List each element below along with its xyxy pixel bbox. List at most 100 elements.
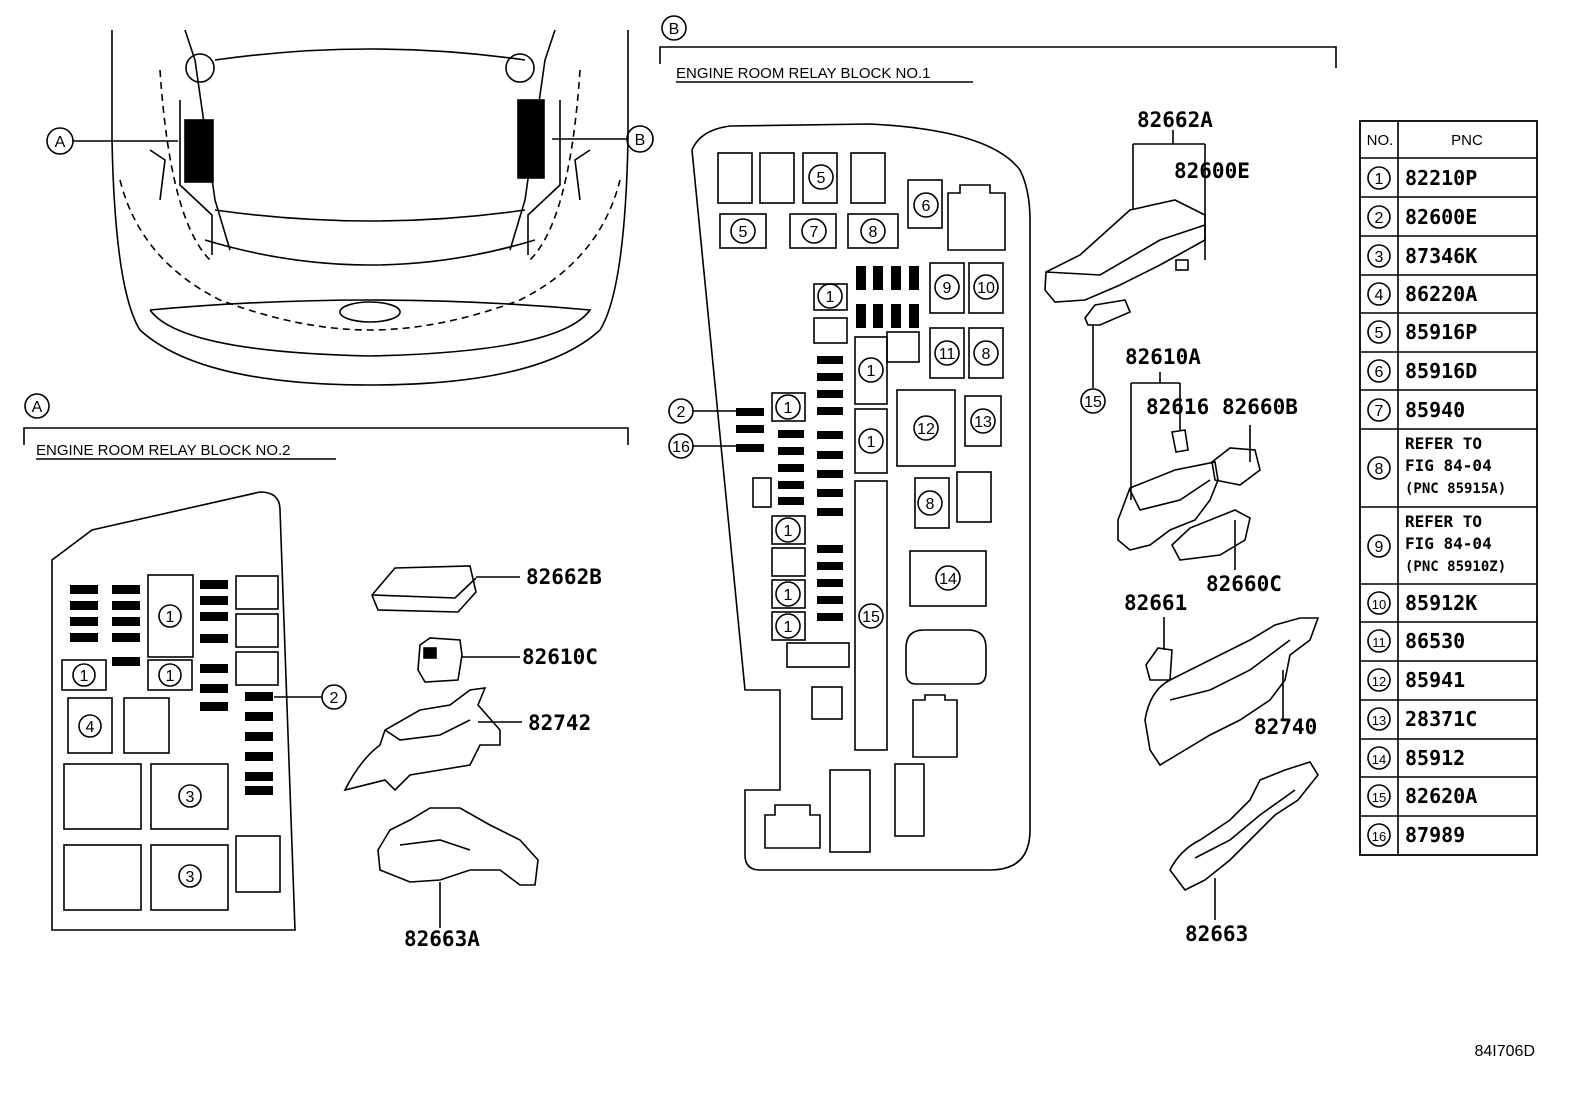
svg-text:2: 2 [677,404,686,421]
view-a-title: ENGINE ROOM RELAY BLOCK NO.2 [36,442,291,459]
table-row: 1 82210P [1367,166,1477,190]
svg-text:9: 9 [1375,539,1384,556]
svg-text:13: 13 [974,414,992,431]
part-label-82662a: 82662A [1137,108,1213,132]
svg-text:10: 10 [977,280,995,297]
part-label-82662b: 82662B [526,565,602,589]
svg-text:8: 8 [982,346,991,363]
svg-text:14: 14 [1372,752,1386,767]
svg-text:16: 16 [672,439,690,456]
view-a-header: A ENGINE ROOM RELAY BLOCK NO.2 [23,393,629,460]
svg-text:8: 8 [1375,461,1384,478]
svg-text:9: 9 [943,280,952,297]
table-row: 10 85912K [1367,591,1477,615]
table-header-pnc: PNC [1451,132,1483,149]
part-label-82740: 82740 [1254,715,1317,739]
svg-text:5: 5 [739,224,748,241]
table-row: 12 85941 [1367,668,1465,692]
svg-text:12: 12 [1372,674,1386,689]
svg-text:3: 3 [1375,249,1384,266]
block1-part-labels: 82662A 82600E 82610A 82616 82660B 82660C… [1124,108,1317,946]
svg-text:1: 1 [867,434,876,451]
svg-text:85912K: 85912K [1405,591,1477,615]
part-label-82663a: 82663A [404,927,480,951]
part-label-82610c: 82610C [522,645,598,669]
svg-text:1: 1 [166,609,175,626]
part-label-82600e: 82600E [1174,159,1250,183]
svg-text:FIG 84-04: FIG 84-04 [1405,456,1492,475]
svg-text:3: 3 [186,789,195,806]
svg-text:86530: 86530 [1405,629,1465,653]
svg-text:1: 1 [80,668,89,685]
relay-block-no1 [691,123,1031,871]
table-row: 4 86220A [1367,282,1477,306]
svg-text:28371C: 28371C [1405,707,1477,731]
pnc-table: NO. PNC 1 82210P 2 82600E 3 87346K 4 862… [1359,120,1538,856]
svg-text:FIG 84-04: FIG 84-04 [1405,534,1492,553]
svg-text:85916D: 85916D [1405,359,1477,383]
table-row: 6 85916D [1367,359,1477,383]
svg-text:82210P: 82210P [1405,166,1477,190]
callout-a-marker: A [46,127,178,155]
svg-text:10: 10 [1372,597,1386,612]
svg-text:1: 1 [826,289,835,306]
svg-text:87989: 87989 [1405,823,1465,847]
svg-text:13: 13 [1372,713,1386,728]
svg-text:85941: 85941 [1405,668,1465,692]
view-b-header: B ENGINE ROOM RELAY BLOCK NO.1 [659,15,1337,83]
svg-text:15: 15 [1084,394,1102,411]
svg-text:3: 3 [186,869,195,886]
svg-text:11: 11 [1372,635,1386,650]
part-label-82661: 82661 [1124,591,1187,615]
car-overview-drawing [111,29,629,386]
table-row: 13 28371C [1367,707,1477,731]
block1-callouts: 5 6 5 7 8 9 10 1 11 8 1 1 12 13 1 8 1 14… [668,164,999,639]
svg-text:2: 2 [330,690,339,707]
part-label-82660c: 82660C [1206,572,1282,596]
svg-text:82600E: 82600E [1405,205,1477,229]
block2-exploded-parts [343,565,539,928]
table-row: 15 82620A [1367,784,1477,808]
svg-text:8: 8 [926,496,935,513]
table-row: 2 82600E [1367,205,1477,229]
table-row: 9 REFER TO FIG 84-04 (PNC 85910Z) [1367,512,1506,575]
svg-text:REFER TO: REFER TO [1405,434,1482,453]
part-label-82610a: 82610A [1125,345,1201,369]
table-row: 8 REFER TO FIG 84-04 (PNC 85915A) [1367,434,1506,497]
svg-text:A: A [32,399,43,416]
svg-text:87346K: 87346K [1405,244,1477,268]
svg-text:REFER TO: REFER TO [1405,512,1482,531]
svg-text:82620A: 82620A [1405,784,1477,808]
svg-text:85916P: 85916P [1405,320,1477,344]
svg-text:86220A: 86220A [1405,282,1477,306]
svg-text:7: 7 [1375,403,1384,420]
part-label-82663: 82663 [1185,922,1248,946]
svg-text:6: 6 [922,198,931,215]
svg-text:(PNC 85915A): (PNC 85915A) [1405,481,1506,497]
view-b-title: ENGINE ROOM RELAY BLOCK NO.1 [676,65,931,82]
svg-text:1: 1 [784,400,793,417]
figure-code: 84I706D [1475,1043,1536,1060]
svg-text:2: 2 [1375,210,1384,227]
table-row: 11 86530 [1367,629,1465,653]
svg-text:1: 1 [867,363,876,380]
svg-text:6: 6 [1375,364,1384,381]
svg-text:1: 1 [166,668,175,685]
svg-text:16: 16 [1372,829,1386,844]
relay-block-no2 [51,491,296,931]
svg-text:12: 12 [917,421,935,438]
svg-text:85912: 85912 [1405,746,1465,770]
part-label-82660b: 82660B [1222,395,1298,419]
svg-text:1: 1 [784,523,793,540]
svg-text:(PNC 85910Z): (PNC 85910Z) [1405,559,1506,575]
table-header-no: NO. [1367,132,1394,149]
svg-text:1: 1 [1375,171,1384,188]
block2-part-labels: 82662B 82610C 82742 82663A [404,565,602,951]
svg-text:5: 5 [1375,325,1384,342]
part-label-82742: 82742 [528,711,591,735]
svg-text:4: 4 [86,719,95,736]
table-row: 5 85916P [1367,320,1477,344]
block1-exploded-parts: 15 [1044,130,1320,920]
table-row: 7 85940 [1367,398,1465,422]
